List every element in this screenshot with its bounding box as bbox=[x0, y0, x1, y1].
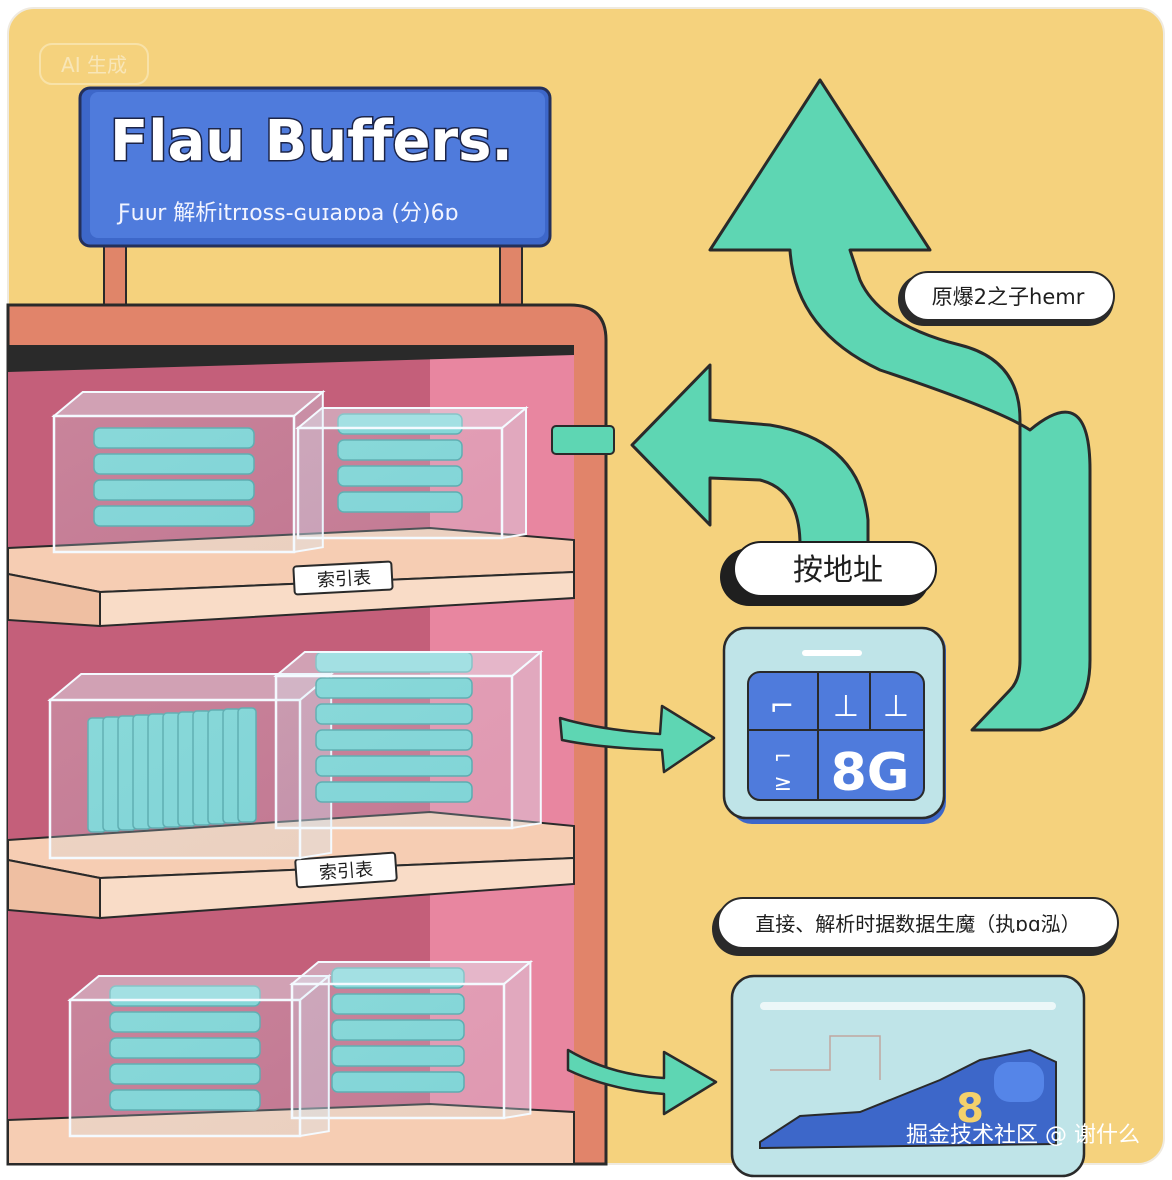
device-glyph: ⊥ bbox=[883, 689, 909, 724]
panel-area-shape bbox=[759, 1048, 1057, 1150]
callout-top-right: 原爆2之子hemr bbox=[898, 271, 1115, 326]
memory-device: ⌐ ⊥ ⊥ ⌐ ≥ 8G bbox=[722, 626, 946, 824]
watermark: 掘金技术社区 @ 谢什么 bbox=[906, 1123, 1140, 1148]
device-glyph: ⊥ bbox=[833, 689, 859, 724]
callout-top-right-text: 原爆2之子hemr bbox=[932, 285, 1085, 309]
glass-box bbox=[51, 389, 326, 554]
arrow-to-panel bbox=[566, 1048, 718, 1116]
sign-title: Flau Buffers. bbox=[110, 109, 513, 174]
title-sign: Flau Buffers. Ƒuᴜr 解析itrɪoss-ɢuɪaɒɒa (分)… bbox=[78, 86, 552, 248]
shelf-label-2: 索引表 bbox=[294, 851, 398, 889]
sign-post-left bbox=[103, 239, 127, 313]
device-screen bbox=[747, 671, 925, 801]
shelf-label-1: 索引表 bbox=[292, 560, 394, 596]
callout-parse-direct: 直接、解析时据数据生魔（执ɒɑ泓） bbox=[712, 897, 1119, 956]
glass-box bbox=[289, 959, 534, 1120]
ai-badge-text: AI 生成 bbox=[61, 53, 127, 77]
sign-post-right bbox=[499, 239, 523, 313]
glass-box bbox=[273, 649, 544, 830]
device-glyph: ⌐ bbox=[774, 745, 792, 770]
shelf-label-text: 索引表 bbox=[318, 859, 373, 884]
panel-value: 8 bbox=[956, 1086, 984, 1132]
bottom-panel: 8 bbox=[730, 974, 1086, 1178]
cabinet-tab bbox=[551, 425, 615, 455]
panel-sketch bbox=[770, 1035, 881, 1080]
callout-parse-direct-text: 直接、解析时据数据生魔（执ɒɑ泓） bbox=[755, 912, 1080, 936]
arrow-to-device bbox=[558, 704, 716, 774]
large-up-arrow bbox=[708, 78, 1092, 732]
glass-box bbox=[67, 973, 332, 1138]
glass-boxes bbox=[47, 389, 544, 1138]
device-speaker bbox=[802, 650, 862, 656]
glass-box bbox=[295, 405, 529, 540]
callout-by-address: 按地址 bbox=[720, 541, 937, 606]
ai-generated-badge: AI 生成 bbox=[39, 43, 149, 85]
medium-left-arrow bbox=[630, 363, 870, 547]
callout-by-address-text: 按地址 bbox=[793, 553, 883, 588]
sign-subtitle: Ƒuᴜr 解析itrɪoss-ɢuɪaɒɒa (分)6ɒ bbox=[116, 201, 459, 226]
glass-box bbox=[47, 671, 334, 860]
device-glyph: ≥ bbox=[774, 771, 792, 796]
device-value: 8G bbox=[831, 743, 910, 803]
shelf-label-text: 索引表 bbox=[317, 568, 372, 592]
device-glyph: ⌐ bbox=[769, 689, 794, 724]
